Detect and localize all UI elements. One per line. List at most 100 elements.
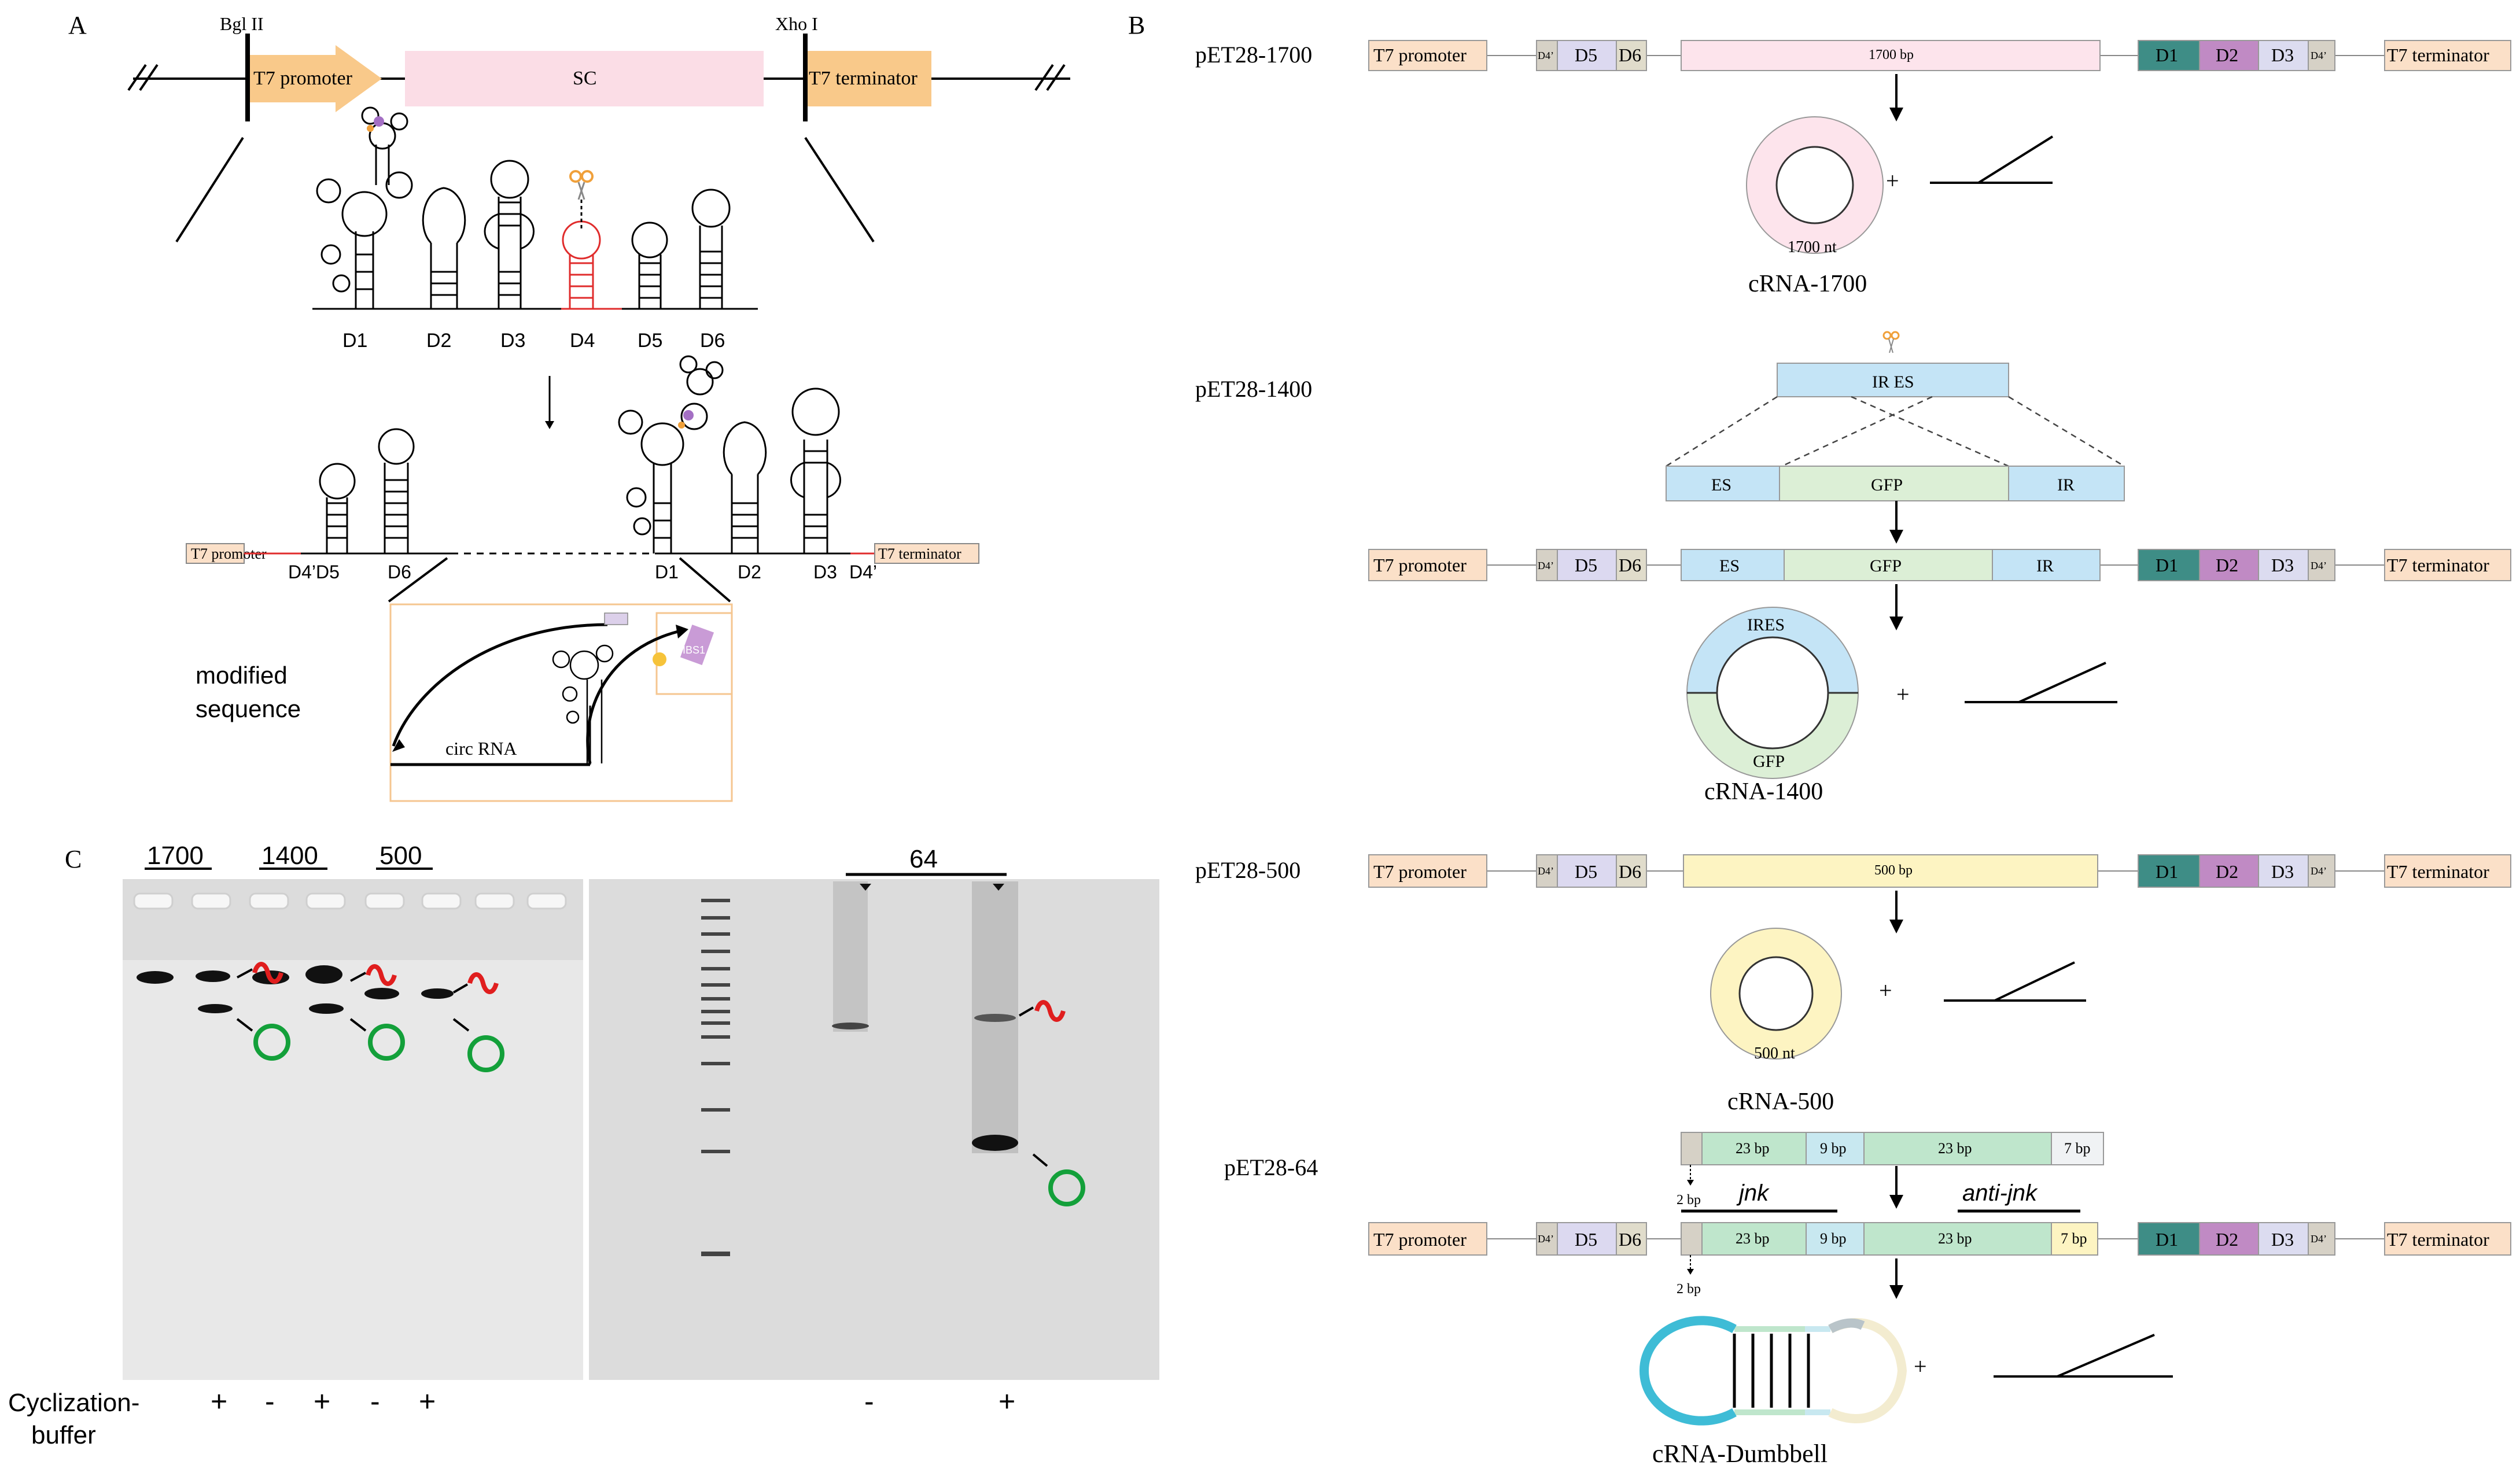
construct-64: pET28-64 23 bp 9 bp 23 bp 7 bp 2 bp jnk … [1224,1132,2511,1468]
sign-right-2: + [999,1385,1015,1418]
b1-d3: D3 [2271,45,2294,65]
b2-gfp: GFP [1870,556,1902,575]
b4-t7-promoter: T7 promoter [1373,1229,1467,1250]
cyclization-label-2: buffer [31,1421,96,1449]
b2-gfp-top: GFP [1871,475,1903,494]
left-gel [123,879,583,1380]
b3-d4p-right: D4’ [2311,865,2327,877]
b4-d5: D5 [1575,1229,1597,1250]
b1-d2: D2 [2216,45,2238,65]
construct-64-name: pET28-64 [1224,1154,1318,1180]
gel-label-500: 500 [380,841,422,870]
b3-plus: + [1879,977,1892,1003]
b2-plus: + [1896,681,1910,707]
dumbbell-icon [1639,1316,1907,1426]
linear-rna-icon-3 [467,972,499,994]
b4-top-small: 2 bp [1677,1193,1701,1208]
b4-d4p-left: D4’ [1538,1233,1554,1245]
b2-d1: D1 [2156,555,2178,575]
sign-left-2: - [265,1385,275,1418]
b4-d2: D2 [2216,1229,2238,1250]
intron-structure [312,106,758,310]
permuted-d2: D2 [738,562,761,582]
domain-d1: D1 [342,330,367,352]
domain-d3: D3 [500,330,525,352]
circular-rna-icon-1 [253,1024,290,1061]
construct-1700: pET28-1700 T7 promoter D4’ D5 D6 1700 bp… [1195,40,2511,297]
b1-product: cRNA-1700 [1748,271,1867,297]
b2-d3: D3 [2271,555,2294,575]
construct-1400: pET28-1400 IR ES ES GFP IR [1195,331,2511,805]
domain-d2: D2 [426,330,451,352]
b2-d4p-right: D4’ [2311,560,2327,571]
b1-d5: D5 [1575,45,1597,65]
cyclization-label-1: Cyclization- [8,1389,139,1417]
circular-rna-icon-3 [467,1035,504,1072]
b3-t7-terminator: T7 terminator [2387,861,2489,882]
bgl-label: Bgl II [220,13,264,34]
b2-t7-promoter: T7 promoter [1373,555,1467,575]
circular-rna-icon-4 [1048,1169,1085,1206]
b4-d4p-right: D4’ [2311,1233,2327,1245]
b2-t7-terminator: T7 terminator [2387,555,2489,575]
permuted-d1: D1 [655,562,679,582]
b1-insert: 1700 bp [1869,47,1914,62]
b1-circle-label: 1700 nt [1788,238,1837,256]
b1-d6: D6 [1619,45,1641,65]
b2-circle-top: IRES [1747,615,1785,634]
b4-top-seg4: 7 bp [2064,1140,2091,1157]
b2-product: cRNA-1400 [1704,778,1823,805]
linear-rna-icon-2 [366,964,397,986]
permuted-d6: D6 [388,562,411,582]
b3-t7-promoter: T7 promoter [1373,861,1467,882]
ebs-marker-icon [367,125,374,132]
b4-top-seg2: 9 bp [1820,1140,1847,1157]
construct-1700-name: pET28-1700 [1195,42,1312,68]
b3-insert: 500 bp [1874,863,1913,878]
b2-es-top: ES [1711,475,1731,494]
sign-left-1: + [211,1385,227,1418]
b3-circle-label: 500 nt [1754,1044,1795,1062]
panel-c: 1700 1400 500 [8,841,1159,1449]
permuted-construct: T7 promoter T7 terminator [186,355,979,603]
sign-left-3: + [314,1385,330,1418]
b4-d6: D6 [1619,1229,1641,1250]
permuted-d3: D3 [813,562,837,582]
t7-promoter-arrow [248,45,382,112]
modified-label-2: sequence [196,695,301,722]
b4-seg2: 9 bp [1820,1230,1847,1247]
b2-d4p-left: D4’ [1538,560,1554,571]
t7-terminator-label: T7 terminator [809,68,918,89]
panel-label-b: B [1128,11,1145,39]
b4-seg4: 7 bp [2061,1230,2087,1247]
b2-d6: D6 [1619,555,1641,575]
t7-terminator-box [805,51,931,106]
b3-d6: D6 [1619,861,1641,882]
sc-box [405,51,764,106]
construct-1400-name: pET28-1400 [1195,376,1312,402]
gel-label-1400: 1400 [261,841,318,870]
construct-500-name: pET28-500 [1195,857,1300,883]
domain-d4: D4 [570,330,595,352]
b2-ir: IR [2036,556,2054,575]
scissors-icon [569,170,594,200]
b4-seg1: 23 bp [1736,1230,1770,1247]
modified-sequence-inset: IBS1 circ RNA [389,603,733,802]
sign-left-5: + [419,1385,436,1418]
domain-d5: D5 [638,330,662,352]
panel-a: T7 promoter SC T7 terminator Bgl II Xho … [127,13,1070,802]
permuted-d4p: D4’ [849,562,877,582]
b4-product: cRNA-Dumbbell [1652,1440,1828,1468]
sc-label: SC [573,68,597,89]
permuted-d4p-d5: D4’D5 [288,562,340,582]
b4-top-seg1: 23 bp [1736,1140,1770,1157]
circ-rna-label: circ RNA [445,738,517,759]
b2-ires: IR ES [1872,372,1914,392]
t7-promoter-label: T7 promoter [253,68,353,89]
b4-anti-jnk: anti-jnk [1962,1180,2038,1206]
b2-circle-bottom: GFP [1753,752,1785,771]
b1-d4p-left: D4’ [1538,50,1554,61]
permuted-t7-terminator: T7 terminator [878,545,961,562]
